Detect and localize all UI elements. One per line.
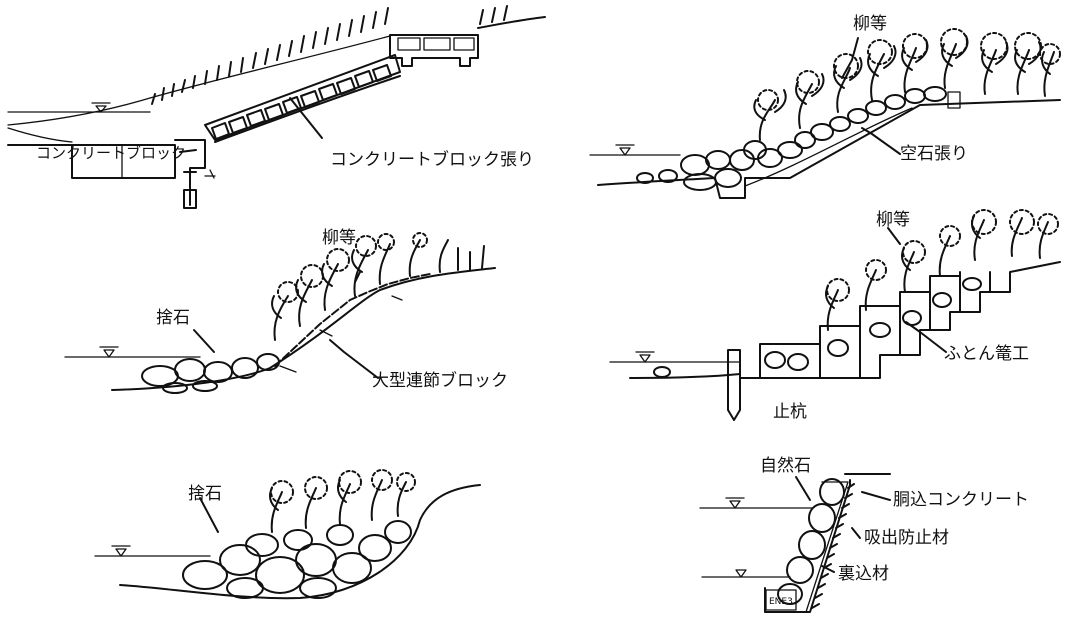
dry-stone-pitching-label: 空石張り bbox=[900, 144, 968, 164]
suction-prevention-label: 吸出防止材 bbox=[864, 528, 949, 548]
svg-text:ENE3: ENE3 bbox=[769, 597, 793, 607]
gabion-label: ふとん篭工 bbox=[944, 344, 1029, 364]
riprap-label: 捨石 bbox=[188, 484, 222, 504]
riprap-drawing bbox=[94, 469, 481, 600]
backing-material-label: 裏込材 bbox=[838, 564, 889, 584]
natural-stone-label: 自然石 bbox=[760, 456, 811, 476]
concrete-block-revetment-drawing bbox=[7, 5, 546, 209]
gabion-drawing bbox=[609, 209, 1061, 421]
dry-stone-pitching-drawing bbox=[589, 28, 1061, 199]
concrete-block-label: コンクリートブロック bbox=[36, 144, 187, 162]
stop-pile-label: 止杭 bbox=[773, 402, 807, 422]
concrete-block-lining-label: コンクリートブロック張り bbox=[330, 150, 534, 170]
willow-label-gabion: 柳等 bbox=[876, 210, 910, 230]
articulated-block-label: 大型連節ブロック bbox=[372, 371, 508, 391]
masonry-wall-drawing: ENE3 bbox=[699, 473, 891, 613]
leader-lines bbox=[179, 37, 947, 573]
willow-label-dry-stone: 柳等 bbox=[853, 14, 887, 34]
willow-label-articulated: 柳等 bbox=[322, 228, 356, 248]
backfill-concrete-label: 胴込コンクリート bbox=[893, 490, 1029, 510]
riprap-label-articulated: 捨石 bbox=[156, 308, 190, 328]
articulated-block-drawing bbox=[64, 232, 496, 394]
